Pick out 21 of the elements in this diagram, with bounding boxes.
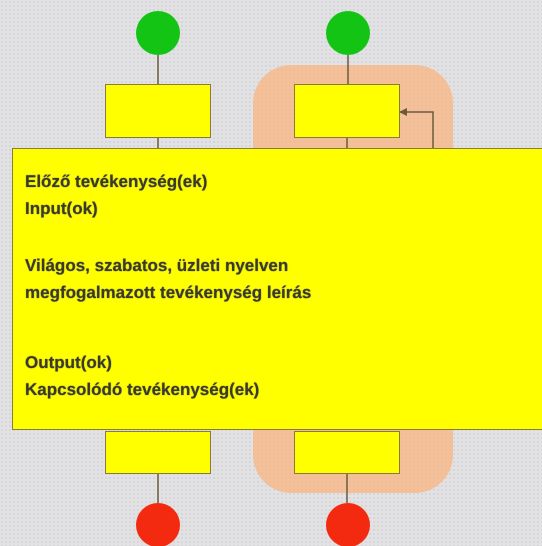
callout-text: Input(ok) [25,198,99,220]
callout-text: Kapcsolódó tevékenység(ek) [25,379,260,401]
start-circle [326,11,370,55]
description-text: Világos, szabatos, üzleti nyelven megfogalmazott tevékenység leírás [25,255,312,304]
connector-line [347,55,349,84]
activity-box [294,84,400,138]
start-circle [136,11,180,55]
end-circle [136,503,180,546]
callout-text: Előző tevékenység(ek) [25,171,208,193]
arrow [399,108,434,148]
connector-line [157,55,159,84]
description-tooltip [12,148,542,430]
connector-line [157,474,159,503]
connector-line [346,474,348,503]
end-circle [326,503,370,546]
connector-line [346,138,348,148]
activity-box [294,431,400,474]
connector-line [157,138,159,148]
activity-box [105,431,211,474]
activity-box [105,84,211,138]
callout-text: Output(ok) [25,352,113,374]
